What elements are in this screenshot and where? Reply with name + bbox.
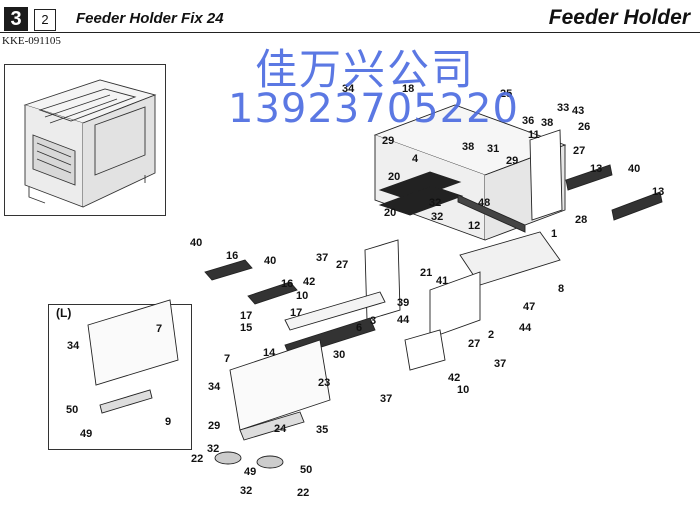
part-callout-11: 11 xyxy=(528,129,540,141)
section-title: Feeder Holder xyxy=(548,6,690,29)
part-callout-16: 16 xyxy=(226,250,238,262)
part-callout-37: 37 xyxy=(316,252,328,264)
sub-number-badge: 2 xyxy=(34,9,56,31)
part-callout-17: 17 xyxy=(290,307,302,319)
part-callout-32: 32 xyxy=(431,211,443,223)
part-callout-24: 24 xyxy=(274,423,287,435)
page-number-badge: 3 xyxy=(4,7,28,31)
inset-label: (L) xyxy=(56,306,72,320)
part-callout-1: 1 xyxy=(551,228,557,240)
part-callout-34: 34 xyxy=(208,381,221,393)
part-callout-38: 38 xyxy=(541,117,553,129)
part-callout-17: 17 xyxy=(240,310,252,322)
watermark-phone: 13923705220 xyxy=(228,86,519,132)
part-callout-20: 20 xyxy=(388,171,400,183)
part-callout-28: 28 xyxy=(575,214,587,226)
part-callout-29: 29 xyxy=(382,135,394,147)
part-callout-22: 22 xyxy=(191,453,203,465)
part-callout-4: 4 xyxy=(412,153,419,165)
part-callout-29: 29 xyxy=(208,420,220,432)
part-callout-3: 3 xyxy=(370,315,376,327)
part-callout-48: 48 xyxy=(478,197,490,209)
part-callout-36: 36 xyxy=(522,115,534,127)
part-callout-32: 32 xyxy=(207,443,219,455)
part-callout-18: 18 xyxy=(402,83,414,95)
part-callout-34: 34 xyxy=(67,340,80,352)
left-variant-inset xyxy=(48,304,192,450)
part-callout-47: 47 xyxy=(523,301,535,313)
part-callout-34: 34 xyxy=(342,83,355,95)
part-callout-42: 42 xyxy=(303,276,315,288)
part-callout-20: 20 xyxy=(384,207,396,219)
part-callout-50: 50 xyxy=(300,464,312,476)
part-callout-32: 32 xyxy=(429,197,441,209)
part-callout-14: 14 xyxy=(263,347,276,359)
part-callout-22: 22 xyxy=(297,487,309,499)
part-callout-27: 27 xyxy=(336,259,348,271)
part-callout-37: 37 xyxy=(380,393,392,405)
part-callout-49: 49 xyxy=(80,428,92,440)
part-callout-13: 13 xyxy=(652,186,664,198)
part-callout-13: 13 xyxy=(590,163,602,175)
part-callout-42: 42 xyxy=(448,372,460,384)
part-callout-21: 21 xyxy=(420,267,432,279)
part-callout-37: 37 xyxy=(494,358,506,370)
part-callout-44: 44 xyxy=(519,322,532,334)
part-callout-27: 27 xyxy=(468,338,480,350)
part-callout-7: 7 xyxy=(224,353,230,365)
part-callout-40: 40 xyxy=(264,255,276,267)
machine-overview-thumbnail xyxy=(4,64,166,216)
part-callout-44: 44 xyxy=(397,314,410,326)
part-callout-29: 29 xyxy=(506,155,518,167)
part-callout-38: 38 xyxy=(462,141,474,153)
part-callout-15: 15 xyxy=(240,322,252,334)
part-callout-26: 26 xyxy=(578,121,590,133)
part-callout-50: 50 xyxy=(66,404,78,416)
part-callout-25: 25 xyxy=(500,88,512,100)
page-title: Feeder Holder Fix 24 xyxy=(76,10,224,27)
part-callout-39: 39 xyxy=(397,297,409,309)
part-callout-32: 32 xyxy=(240,485,252,497)
part-callout-41: 41 xyxy=(436,275,448,287)
part-callout-31: 31 xyxy=(487,143,499,155)
part-callout-33: 33 xyxy=(557,102,569,114)
part-callout-40: 40 xyxy=(628,163,640,175)
part-callout-2: 2 xyxy=(488,329,494,341)
part-callout-6: 6 xyxy=(356,322,362,334)
part-callout-16: 16 xyxy=(281,278,293,290)
watermark-company: 佳万兴公司 xyxy=(255,45,476,94)
part-callout-7: 7 xyxy=(156,323,162,335)
part-callout-27: 27 xyxy=(573,145,585,157)
part-callout-12: 12 xyxy=(468,220,480,232)
part-callout-35: 35 xyxy=(316,424,328,436)
part-callout-10: 10 xyxy=(457,384,469,396)
part-callout-23: 23 xyxy=(318,377,330,389)
header-divider xyxy=(0,32,700,33)
part-callout-9: 9 xyxy=(165,416,171,428)
part-callout-43: 43 xyxy=(572,105,584,117)
machine-overview-drawing xyxy=(23,79,157,208)
part-callout-30: 30 xyxy=(333,349,345,361)
part-callout-49: 49 xyxy=(244,466,256,478)
part-callout-10: 10 xyxy=(296,290,308,302)
part-callout-8: 8 xyxy=(558,283,564,295)
document-code: KKE-091105 xyxy=(2,35,61,47)
part-callout-40: 40 xyxy=(190,237,202,249)
